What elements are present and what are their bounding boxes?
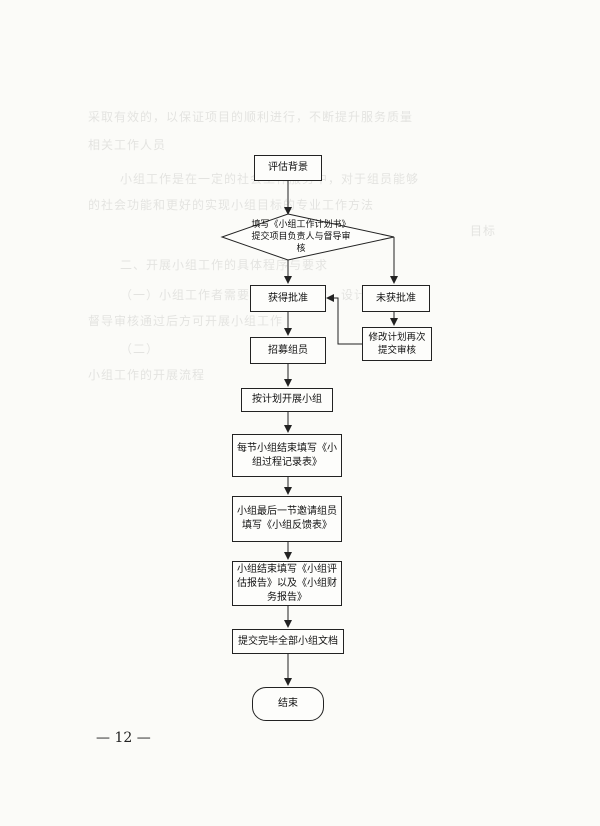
end-node: 结束 xyxy=(252,687,324,721)
show-through-line-2: 相关工作人员 xyxy=(88,138,167,152)
run-group-node: 按计划开展小组 xyxy=(241,388,333,412)
submit-documents-node: 提交完毕全部小组文档 xyxy=(232,629,344,654)
evaluation-report-node: 小组结束填写《小组评估报告》以及《小组财务报告》 xyxy=(232,561,342,606)
approved-node: 获得批准 xyxy=(250,285,326,312)
show-through-line-1: 采取有效的，以保证项目的顺利进行，不断提升服务质量 xyxy=(88,110,414,124)
show-through-line-9: （二） xyxy=(120,342,160,356)
start-node-evaluate-background: 评估背景 xyxy=(254,155,322,181)
show-through-line-4: 的社会功能和更好的实现小组目标的专业工作方法 xyxy=(88,198,375,212)
decision-text-submit-plan: 填写《小组工作计划书》提交项目负责人与督导审核 xyxy=(251,220,351,254)
page-number: — 12 — xyxy=(96,730,151,746)
revise-plan-node: 修改计划再次提交审核 xyxy=(362,327,432,361)
recruit-members-node: 招募组员 xyxy=(250,337,326,364)
feedback-form-node: 小组最后一节邀请组员填写《小组反馈表》 xyxy=(232,496,342,542)
process-record-node: 每节小组结束填写《小组过程记录表》 xyxy=(232,434,342,477)
not-approved-node: 未获批准 xyxy=(362,285,430,312)
show-through-line-6: 二、开展小组工作的具体程序与要求 xyxy=(120,258,329,272)
show-through-line-5: 目标 xyxy=(470,224,497,238)
decision-diamond xyxy=(220,213,395,261)
arrow-revise-to-approved xyxy=(326,294,362,345)
show-through-line-10: 小组工作的开展流程 xyxy=(88,368,206,382)
show-through-line-8: 督导审核通过后方可开展小组工作 xyxy=(88,314,284,328)
